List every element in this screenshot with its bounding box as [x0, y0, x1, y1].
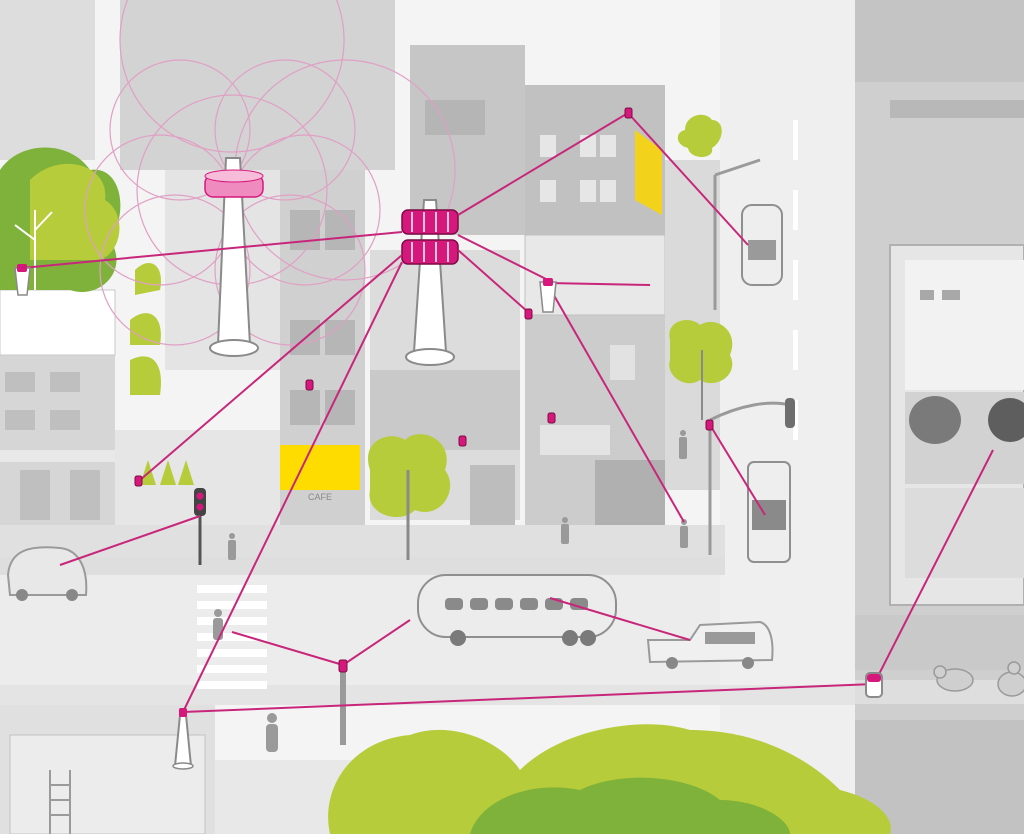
traffic-light-icon	[194, 488, 206, 565]
cell-tower-icon	[204, 157, 264, 357]
small-cell-node-icon	[14, 264, 31, 296]
pedestrian-icon	[213, 430, 688, 752]
street-lamp	[708, 158, 791, 555]
bus-icon	[747, 461, 791, 563]
pigeon-icon	[933, 661, 1024, 697]
building-left-windows	[5, 372, 100, 520]
cell-tower-icon	[401, 199, 459, 366]
small-cell-node-icon	[539, 278, 557, 313]
traffic-light-icon	[785, 398, 795, 428]
cafe-sign: CAFE	[308, 492, 332, 502]
signal-lines	[21, 112, 994, 713]
tree-icon	[368, 434, 451, 560]
street-wall	[0, 525, 725, 557]
cafe-awning	[280, 445, 360, 490]
van-icon	[646, 620, 774, 669]
shrubs-left	[130, 262, 161, 395]
van-icon	[741, 204, 783, 286]
yellow-banner	[635, 130, 662, 215]
building-upper-left	[120, 0, 395, 170]
small-cell-node-icon	[172, 708, 194, 770]
small-cell-node-icon	[865, 672, 883, 698]
sidewalk-upper	[0, 555, 725, 575]
crosswalk	[197, 585, 267, 689]
bushes-bottom	[328, 724, 891, 834]
small-cell-node-icon	[134, 107, 714, 673]
sidewalk-lower	[0, 685, 860, 705]
tree-icon	[0, 147, 121, 292]
tree-icon	[669, 320, 733, 420]
ladder	[49, 770, 71, 834]
tree-icon	[677, 114, 722, 157]
lane-markings	[793, 120, 798, 440]
car-icon	[6, 546, 88, 601]
bus-icon	[417, 574, 617, 646]
